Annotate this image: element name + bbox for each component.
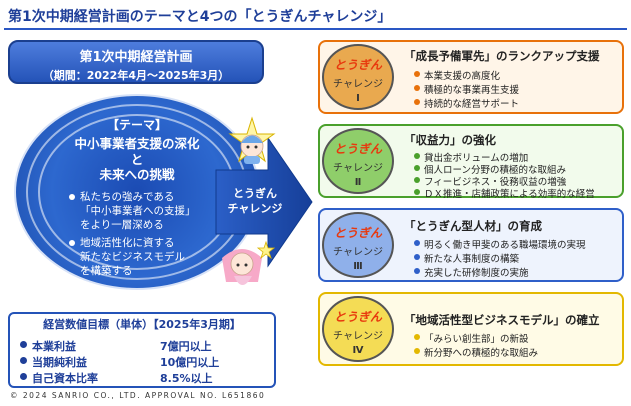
bullet-dot (20, 357, 27, 364)
challenge-item: 充実した研修制度の実施 (414, 265, 529, 279)
challenge-item-text: 新分野への積極的な取組み (424, 348, 539, 359)
challenge-item-text: 新たな人事制度の構築 (424, 254, 520, 265)
challenge-item-text: 個人ローン分野の積極的な取組み (424, 165, 567, 176)
theme-bullet-2-line-3: を構築する (80, 265, 133, 277)
challenge-item-text: 積極的な事業再生支援 (424, 85, 520, 96)
challenge-badge-2: とうぎん チャレンジ Ⅱ (322, 128, 394, 194)
arrow-label-line-2: チャレンジ (227, 202, 283, 215)
challenge-title: 「地域活性型ビジネスモデル」の確立 (404, 313, 600, 327)
plan-period: （期間：2022年4月～2025年3月） (42, 69, 230, 82)
copyright-notice: © 2024 SANRIO CO., LTD. APPROVAL NO. L65… (10, 391, 266, 400)
challenge-name: チャレンジ (333, 247, 383, 258)
plan-title: 第1次中期経営計画 (79, 50, 193, 65)
challenge-item: 個人ローン分野の積極的な取組み (414, 162, 567, 176)
challenge-brand: とうぎん (333, 310, 382, 324)
theme-bullet-1-line-1: 私たちの強みである (80, 191, 175, 203)
arrow-label-line-1: とうぎん (233, 187, 277, 200)
challenge-item: フィービジネス・役務収益の増強 (414, 174, 567, 188)
bullet-dot (20, 373, 27, 380)
plan-box: 第1次中期経営計画 （期間：2022年4月～2025年3月） (8, 40, 264, 84)
challenge-name: チャレンジ (333, 331, 383, 342)
challenge-badge-4: とうぎん チャレンジ Ⅳ (322, 296, 394, 362)
challenge-badge-1: とうぎん チャレンジ Ⅰ (322, 44, 394, 110)
challenge-brand: とうぎん (333, 58, 382, 72)
bullet-dot (414, 153, 420, 159)
theme-bullet-2-line-2: 新たなビジネスモデル (80, 251, 185, 263)
challenge-item-text: 本業支援の高度化 (424, 71, 501, 82)
bullet-dot (414, 71, 420, 77)
challenge-item: 本業支援の高度化 (414, 68, 501, 82)
challenge-arrow (215, 136, 313, 268)
bullet-dot (414, 99, 420, 105)
bullet-dot (414, 189, 420, 195)
theme-bullet-1: 私たちの強みである 「中小事業者への支援」 をより一層深める (69, 190, 196, 232)
theme-bullet-1-line-3: をより一層深める (80, 219, 164, 231)
bullet-dot (414, 240, 420, 246)
challenge-name: チャレンジ (333, 163, 383, 174)
title-underline (4, 28, 627, 30)
challenge-brand: とうぎん (333, 226, 382, 240)
challenge-number: Ⅲ (353, 261, 363, 272)
bullet-dot (69, 240, 75, 246)
kpi-row: 本業利益 7億円以上 (20, 338, 262, 354)
bullet-dot (414, 268, 420, 274)
challenge-item-text: フィービジネス・役務収益の増強 (424, 177, 567, 188)
challenge-item-text: 持続的な経営サポート (424, 99, 520, 110)
bullet-dot (414, 334, 420, 340)
kpi-box: 経営数値目標（単体）【2025年3月期】 本業利益 7億円以上 当期純利益 10… (8, 312, 276, 388)
lala-character-icon (222, 240, 276, 285)
challenge-item: 「みらい創生部」の新設 (414, 331, 529, 345)
kpi-label: 自己資本比率 (32, 372, 98, 385)
kpi-row: 自己資本比率 8.5%以上 (20, 370, 262, 386)
kpi-value: 7億円以上 (160, 340, 212, 353)
challenge-item-text: 「みらい創生部」の新設 (424, 334, 529, 345)
challenge-item: 貸出金ボリュームの増加 (414, 150, 529, 164)
challenge-brand: とうぎん (333, 142, 382, 156)
bullet-dot (414, 165, 420, 171)
challenge-number: Ⅳ (352, 345, 364, 356)
bullet-dot (69, 194, 75, 200)
bullet-dot (414, 85, 420, 91)
kpi-label: 本業利益 (32, 340, 76, 353)
challenge-item-text: 充実した研修制度の実施 (424, 268, 529, 279)
challenge-item-text: ＤＸ推進・店舗政策による効率的な経営 (424, 189, 595, 200)
bullet-dot (414, 177, 420, 183)
bullet-dot (20, 341, 27, 348)
arrow-label: とうぎん チャレンジ (222, 186, 288, 216)
challenge-item: 新分野への積極的な取組み (414, 345, 539, 359)
kpi-value: 10億円以上 (160, 356, 220, 369)
challenge-name: チャレンジ (333, 79, 383, 90)
challenge-item: 明るく働き甲斐のある職場環境の実現 (414, 237, 586, 251)
page-title: 第1次中期経営計画のテーマと4つの「とうぎんチャレンジ」 (8, 9, 392, 25)
bullet-dot (414, 254, 420, 260)
challenge-item-text: 明るく働き甲斐のある職場環境の実現 (424, 240, 586, 251)
kiki-character-icon (228, 116, 276, 164)
kpi-value: 8.5%以上 (160, 372, 213, 385)
challenge-item-text: 貸出金ボリュームの増加 (424, 153, 529, 164)
theme-bullet-2: 地域活性化に資する 新たなビジネスモデル を構築する (69, 236, 185, 278)
kpi-heading: 経営数値目標（単体）【2025年3月期】 (43, 318, 241, 331)
challenge-item: 持続的な経営サポート (414, 96, 520, 110)
challenge-title: 「とうぎん型人材」の育成 (404, 219, 542, 233)
theme-bullet-1-line-2: 「中小事業者への支援」 (80, 205, 196, 217)
challenge-number: Ⅱ (354, 177, 362, 188)
theme-heading: 【テーマ】 (106, 118, 167, 132)
challenge-badge-3: とうぎん チャレンジ Ⅲ (322, 212, 394, 278)
challenge-item: 積極的な事業再生支援 (414, 82, 520, 96)
theme-line-1: 中小事業者支援の深化 (74, 136, 200, 151)
bullet-dot (414, 348, 420, 354)
theme-line-3: 未来への挑戦 (99, 167, 175, 182)
kpi-row: 当期純利益 10億円以上 (20, 354, 262, 370)
challenge-number: Ⅰ (356, 93, 360, 104)
kpi-label: 当期純利益 (32, 356, 87, 369)
challenge-title: 「収益力」の強化 (404, 133, 496, 147)
challenge-item: 新たな人事制度の構築 (414, 251, 520, 265)
challenge-title: 「成長予備軍先」のランクアップ支援 (404, 49, 600, 63)
theme-bullet-2-line-1: 地域活性化に資する (80, 237, 175, 249)
challenge-item: ＤＸ推進・店舗政策による効率的な経営 (414, 186, 595, 200)
theme-line-2: と (130, 152, 144, 167)
